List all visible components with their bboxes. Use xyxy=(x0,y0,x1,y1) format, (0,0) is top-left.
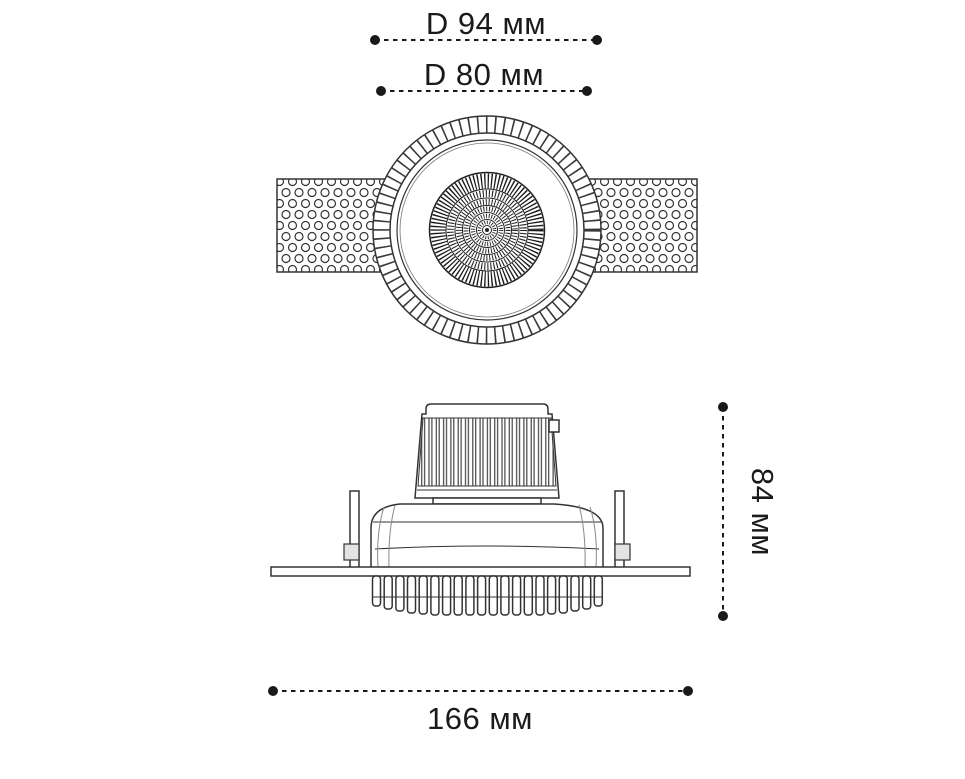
plaster-flange xyxy=(270,566,691,577)
trim-ring-inner xyxy=(399,142,575,318)
dimension-label-166: 166 мм xyxy=(427,701,533,736)
dimension-endpoint xyxy=(376,86,386,96)
scalloped-edge xyxy=(373,116,601,344)
dimension-endpoint xyxy=(718,611,728,621)
trim-ring xyxy=(396,139,578,321)
dimension-endpoint xyxy=(683,686,693,696)
dimension-d94: D 94 мм xyxy=(370,6,602,45)
trim-body xyxy=(370,503,604,571)
side-view xyxy=(270,403,691,616)
dimension-endpoint xyxy=(370,35,380,45)
dimension-d80: D 80 мм xyxy=(376,57,592,96)
top-view xyxy=(276,115,698,345)
dimension-endpoint xyxy=(718,402,728,412)
dimension-endpoint xyxy=(268,686,278,696)
heatsink-top xyxy=(414,403,560,505)
dimension-label-84: 84 мм xyxy=(745,468,780,556)
mounting-flange-right xyxy=(587,178,698,273)
dimension-label-d80: D 80 мм xyxy=(424,57,544,92)
spring-clip-right xyxy=(614,543,631,561)
dimension-height-84: 84 мм xyxy=(718,402,780,621)
cable-clip xyxy=(548,419,560,433)
collar xyxy=(432,497,542,505)
heatsink-bottom-fins xyxy=(371,575,604,616)
spring-clip-left xyxy=(343,543,360,561)
dimension-endpoint xyxy=(582,86,592,96)
dimension-label-d94: D 94 мм xyxy=(426,6,546,41)
dimension-width-166: 166 мм xyxy=(268,686,693,736)
reflector-lens xyxy=(428,171,546,289)
luminaire-face xyxy=(372,115,602,345)
dimension-endpoint xyxy=(592,35,602,45)
mounting-flange-left xyxy=(276,178,387,273)
